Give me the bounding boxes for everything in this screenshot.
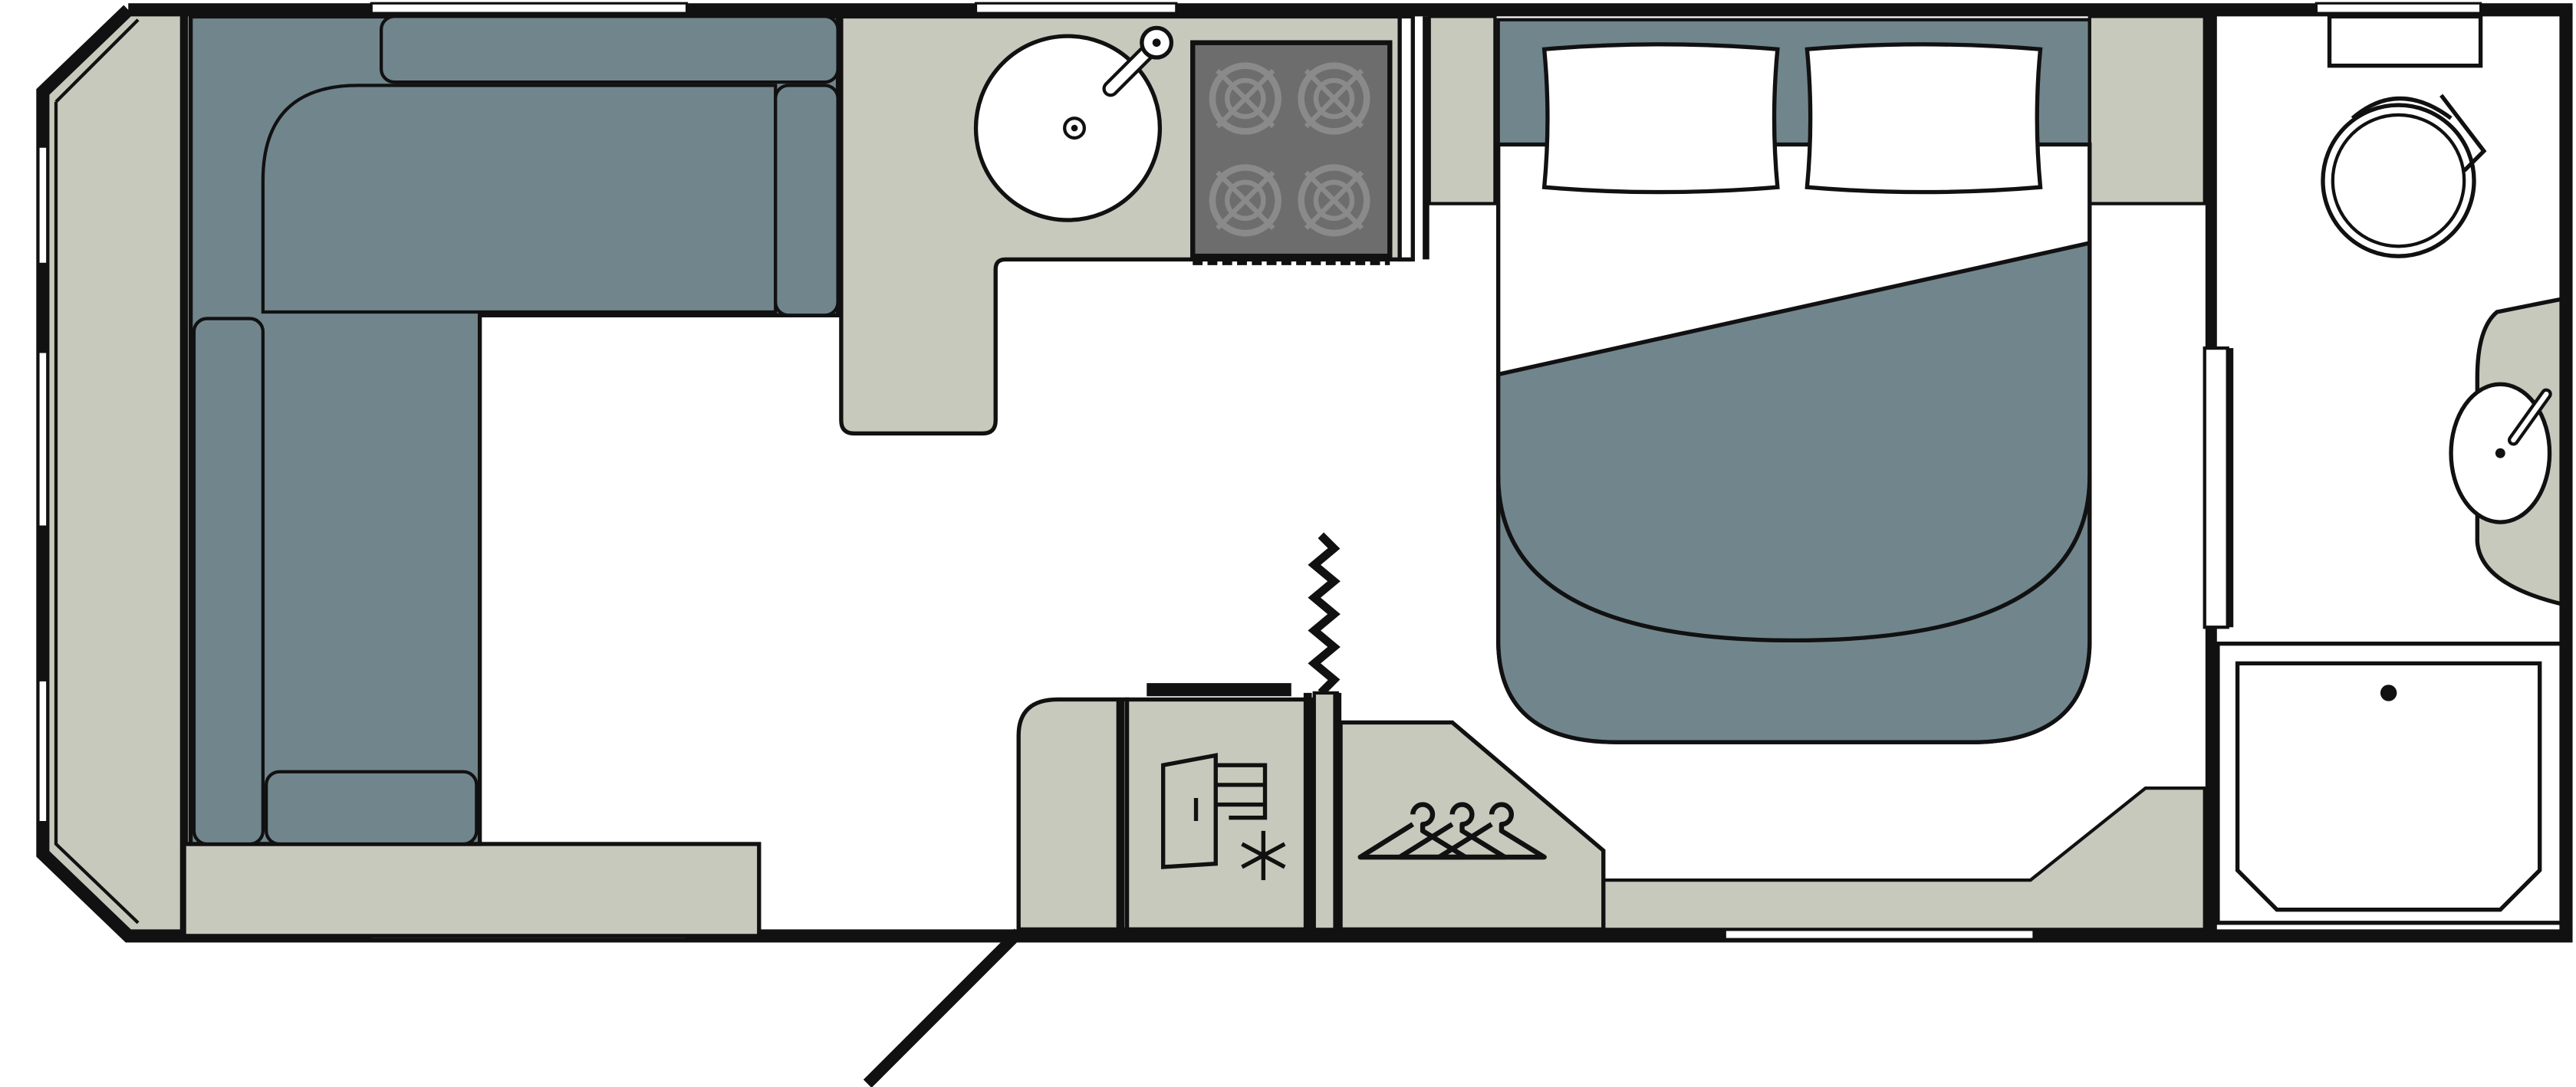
heater-icon (1308, 532, 1341, 696)
front-chest (182, 842, 762, 938)
entrance-door (863, 928, 1023, 1087)
entrance-area (863, 532, 1606, 1087)
freezer-icon (1161, 753, 1286, 881)
bedside-unit (2087, 15, 2206, 205)
window-top-washroom (2314, 2, 2482, 15)
lounge (182, 14, 841, 938)
seat-cushion (192, 317, 265, 846)
seat-cushion (774, 84, 840, 317)
seat-cushion (379, 15, 840, 84)
pillow (1805, 42, 2043, 195)
toilet-bowl (2321, 103, 2476, 258)
basin (2449, 382, 2552, 524)
front-wall (42, 9, 185, 936)
toilet (2321, 14, 2487, 258)
washroom (2203, 9, 2565, 936)
bedroom (1495, 15, 2206, 931)
outer-shell (36, 2, 2573, 943)
duvet (1495, 240, 2092, 744)
bed-base-unit (1601, 787, 2206, 931)
window-top-lounge (370, 2, 689, 15)
tap (1102, 25, 1174, 97)
pillows (1541, 42, 2043, 195)
shower-drain (2380, 685, 2397, 701)
fridge-housing (1016, 697, 1130, 932)
shower-tray (2216, 641, 2565, 925)
wardrobe (1338, 720, 1606, 932)
pillow (1541, 42, 1780, 195)
fridge (1124, 697, 1314, 932)
kitchen (839, 14, 1497, 436)
seat-cushion (265, 770, 479, 846)
seat-cushion (261, 84, 778, 314)
kitchen-partition (1397, 14, 1415, 262)
window-top-kitchen (974, 2, 1178, 15)
